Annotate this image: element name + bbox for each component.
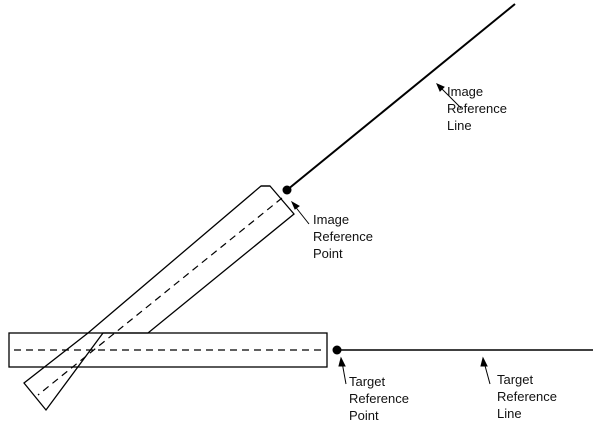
image-bar-centerline: [37, 197, 283, 396]
target-bar: [8, 332, 328, 368]
image-reference-line: [286, 3, 516, 191]
target-point-leader-arrowhead: [338, 356, 346, 367]
target-bar-outline: [8, 332, 328, 368]
image-line-leader: [438, 85, 462, 109]
image-reference-line-label: Image Reference Line: [447, 84, 511, 133]
image-bar-outline: [23, 185, 295, 412]
target-reference-point-label: Target Reference Point: [349, 374, 413, 423]
image-point-leader-arrowhead: [290, 200, 300, 210]
image-bar: [23, 185, 295, 412]
target-reference-line-label: Target Reference Line: [497, 372, 561, 421]
image-reference-point-marker: [282, 185, 292, 195]
target-line-leader-arrowhead: [480, 356, 488, 367]
image-reference-point-label: Image Reference Point: [313, 212, 377, 261]
image-line-leader-arrowhead: [436, 83, 445, 92]
target-reference-point-marker: [332, 345, 342, 355]
